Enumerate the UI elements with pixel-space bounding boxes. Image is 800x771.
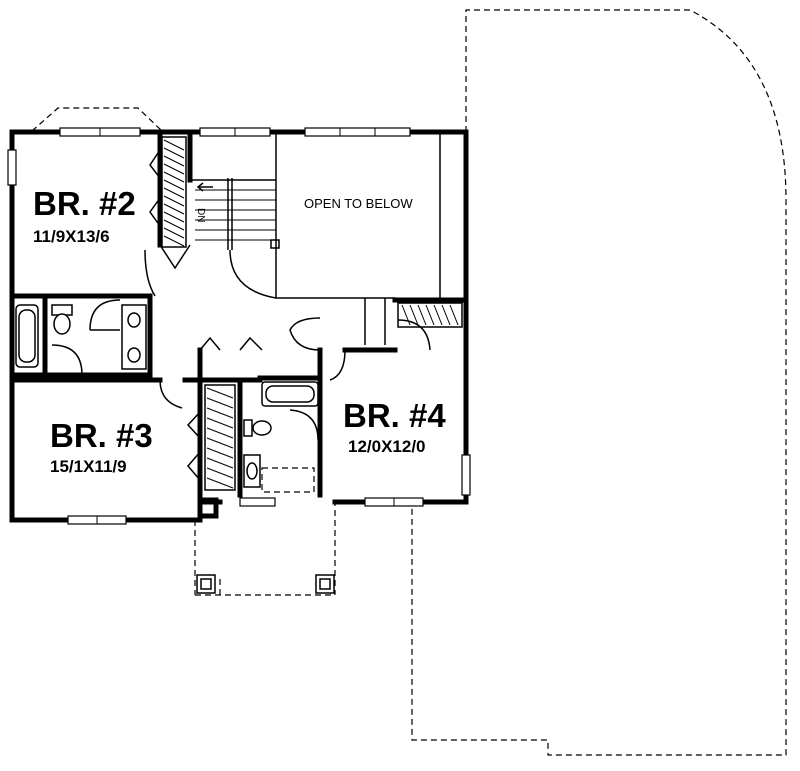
room-name: BR. #3 [50, 417, 153, 454]
closet-br4 [397, 302, 463, 328]
lower-level-outline [411, 9, 787, 756]
front-porch [194, 500, 336, 596]
room-br3: BR. #3 15/1X11/9 [50, 417, 153, 476]
windows [7, 127, 471, 525]
bath-1 [15, 299, 147, 376]
room-dimensions: 12/0X12/0 [348, 437, 426, 456]
room-br4: BR. #4 12/0X12/0 [343, 397, 446, 456]
room-name: BR. #2 [33, 185, 136, 222]
open-to-below-label: OPEN TO BELOW [304, 196, 413, 211]
room-dimensions: 11/9X13/6 [33, 227, 110, 246]
bath-2 [243, 381, 319, 493]
room-dimensions: 15/1X11/9 [50, 457, 127, 476]
stair-down-label: DN [195, 208, 206, 222]
bay-window-outline [31, 107, 163, 132]
closet-br3 [186, 384, 236, 491]
room-br2: BR. #2 11/9X13/6 [33, 185, 136, 246]
closet-br2 [149, 136, 191, 270]
staircase: DN [190, 178, 280, 299]
room-name: BR. #4 [343, 397, 446, 434]
